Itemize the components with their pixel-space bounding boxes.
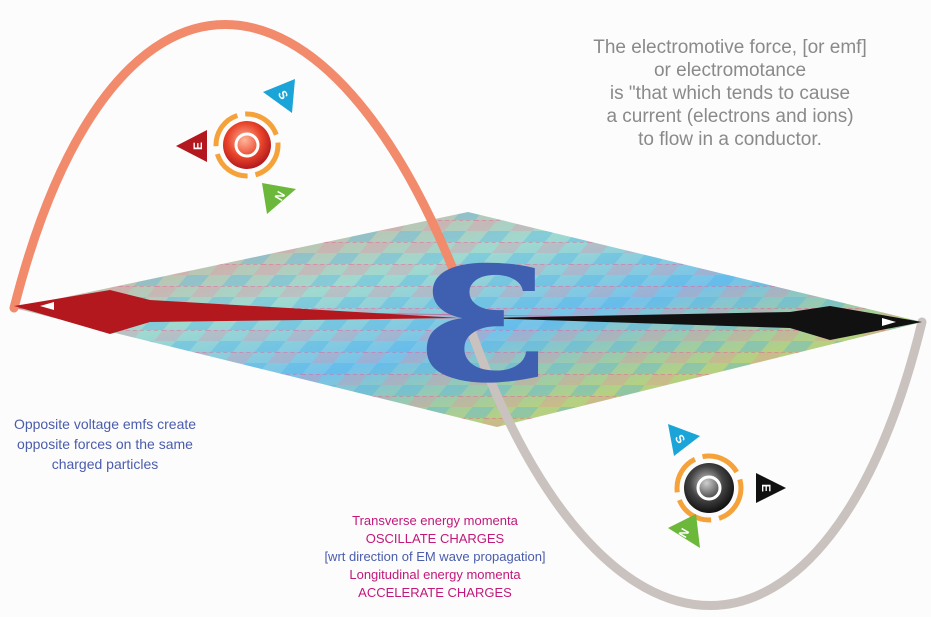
lower-n-triangle-icon <box>668 514 700 548</box>
momenta-line: ACCELERATE CHARGES <box>358 585 512 600</box>
opposite-line: Opposite voltage emfs create <box>13 416 197 432</box>
upper-orbit-ring <box>213 111 281 179</box>
dark-charge-orb <box>684 463 734 513</box>
energy-momenta-note: Transverse energy momenta OSCILLATE CHAR… <box>270 512 600 602</box>
upper-s-triangle-icon <box>263 79 295 113</box>
left-red-arrow <box>14 290 460 334</box>
lower-e-triangle-icon <box>756 473 786 503</box>
upper-e-label: E <box>191 142 205 150</box>
upper-charged-particle: S E N <box>176 79 296 214</box>
emf-line: The electromotive force, [or emf] <box>593 37 867 58</box>
red-charge-orb <box>223 121 271 169</box>
momenta-line: Longitudinal energy momenta <box>349 567 521 582</box>
lower-wave-curve <box>463 317 927 610</box>
momenta-line: OSCILLATE CHARGES <box>365 531 505 546</box>
momenta-line: Transverse energy momenta <box>352 513 518 528</box>
emf-line: or electromotance <box>653 60 807 81</box>
epsilon-symbol: ε <box>416 173 550 432</box>
opposite-line: opposite forces on the same <box>17 436 193 452</box>
upper-n-triangle-icon <box>262 183 296 214</box>
lower-s-triangle-icon <box>668 424 700 456</box>
opposite-forces-note: Opposite voltage emfs create opposite fo… <box>0 414 240 474</box>
lower-charged-particle: S E N <box>668 424 786 548</box>
right-black-arrow <box>480 306 922 340</box>
upper-e-triangle-icon <box>176 130 207 162</box>
emf-definition-text: The electromotive force, [or emf] or ele… <box>520 36 931 151</box>
emf-line: a current (electrons and ions) <box>606 106 854 127</box>
opposite-line: charged particles <box>51 456 159 472</box>
upper-wave-curve <box>9 20 473 313</box>
emf-line: to flow in a conductor. <box>638 129 822 150</box>
emf-line: is "that which tends to cause <box>609 83 851 104</box>
lower-e-label: E <box>759 484 773 492</box>
lower-orbit-ring <box>674 453 744 523</box>
momenta-line: [wrt direction of EM wave propagation] <box>324 549 546 564</box>
